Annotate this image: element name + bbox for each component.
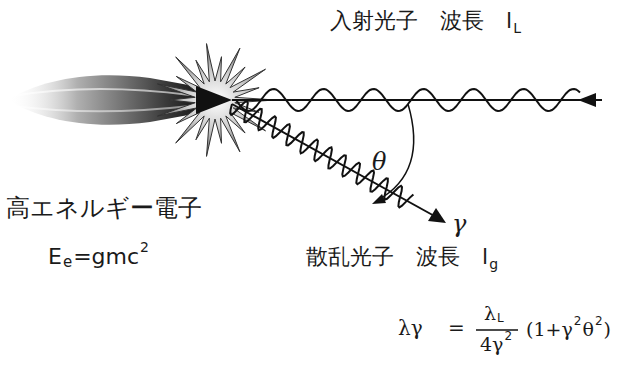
incident-axis — [232, 99, 602, 101]
diagram-label: 4γ — [480, 335, 503, 354]
diagram-label: γ — [452, 212, 466, 236]
diagram-label: 散乱光子 波長 l — [306, 246, 488, 268]
diagram-label: λ — [484, 304, 496, 323]
diagram-label: 入射光子 波長 l — [330, 10, 512, 32]
diagram-label: θ — [582, 320, 593, 339]
diagram-label: 2 — [504, 330, 512, 342]
scattered-axis — [232, 104, 438, 218]
diagram-label: 2 — [574, 315, 582, 327]
electron-head — [196, 86, 232, 114]
diagram-label: L — [497, 312, 504, 324]
diagram-label: =gmc — [73, 246, 139, 268]
incident-arrowhead — [578, 93, 596, 107]
diagram-label: λγ — [398, 318, 423, 338]
trail-streak — [12, 89, 190, 96]
diagram-label: (1+γ — [526, 320, 573, 339]
diagram-label: g — [489, 257, 498, 271]
diagram-label: = — [448, 318, 465, 338]
diagram-label: 2 — [140, 240, 149, 254]
diagram-label: E — [48, 246, 62, 268]
trail-streak — [14, 106, 190, 111]
scattered-arrowhead — [428, 208, 446, 223]
diagram-label: 高エネルギー電子 — [6, 196, 202, 220]
diagram-label: 2 — [595, 315, 603, 327]
diagram-label: L — [513, 21, 521, 35]
diagram-label: ) — [604, 320, 611, 339]
diagram-label: e — [63, 255, 72, 270]
diagram-label: θ — [372, 150, 386, 174]
angle-arrowhead — [372, 194, 386, 204]
